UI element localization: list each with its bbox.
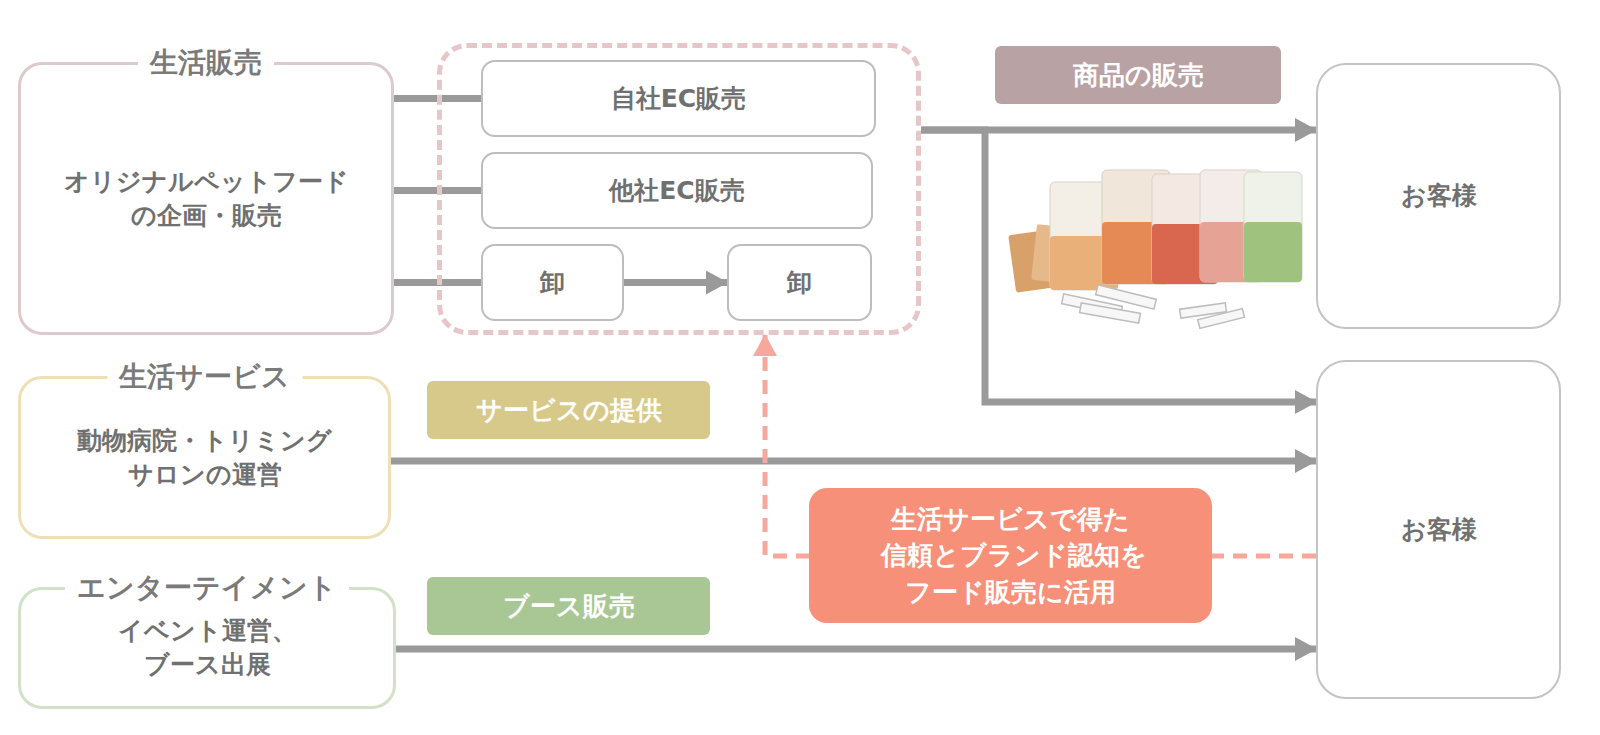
- node-text: 動物病院・トリミング サロンの運営: [55, 424, 355, 492]
- edge-label-box: サービスの提供: [427, 381, 710, 439]
- edge-label-box: 生活サービスで得た 信頼とブランド認知を フード販売に活用: [809, 488, 1212, 623]
- node-text: イベント運営、ブース出展: [57, 614, 357, 682]
- edge-label: 商品の販売: [1073, 57, 1204, 93]
- node-text: 自社EC販売: [611, 82, 746, 116]
- pouch-band: [1244, 222, 1302, 282]
- edge-label-box: ブース販売: [427, 577, 710, 635]
- edge-label: ブース販売: [503, 588, 635, 624]
- edge-label: サービスの提供: [476, 392, 662, 428]
- edge-label: 生活サービスで得た 信頼とブランド認知を フード販売に活用: [881, 501, 1141, 610]
- product-packages: [1008, 170, 1302, 328]
- section-box: エンターテイメントイベント運営、ブース出展: [18, 587, 396, 709]
- node-heading: エンターテイメント: [65, 570, 349, 606]
- node-text: オリジナルペットフード の企画・販売: [56, 165, 356, 233]
- pouch: [1244, 172, 1302, 282]
- wholesale-box: 卸: [727, 244, 872, 321]
- node-text: お客様: [1401, 513, 1477, 547]
- node-heading: 生活サービス: [107, 359, 302, 395]
- section-box: 生活販売オリジナルペットフード の企画・販売: [18, 62, 394, 335]
- stick-packs: [1062, 285, 1245, 329]
- connector: [921, 130, 1316, 402]
- node-heading: 生活販売: [138, 45, 274, 81]
- node-text: 卸: [540, 266, 565, 300]
- channel-group: 自社EC販売他社EC販売卸 卸: [437, 43, 921, 335]
- connector: [396, 646, 1316, 653]
- customer-box: お客様: [1316, 360, 1561, 699]
- channel-box: 自社EC販売: [481, 60, 876, 137]
- node-text: 他社EC販売: [609, 174, 744, 208]
- connector: [624, 279, 727, 286]
- node-text: 卸: [787, 266, 812, 300]
- section-box: 生活サービス動物病院・トリミング サロンの運営: [18, 376, 391, 539]
- wholesale-box: 卸: [481, 244, 624, 321]
- channel-box: 他社EC販売: [481, 152, 873, 229]
- node-text: お客様: [1401, 179, 1477, 213]
- edge-label-box: 商品の販売: [995, 46, 1281, 104]
- connector: [391, 458, 1316, 465]
- customer-box: お客様: [1316, 63, 1561, 329]
